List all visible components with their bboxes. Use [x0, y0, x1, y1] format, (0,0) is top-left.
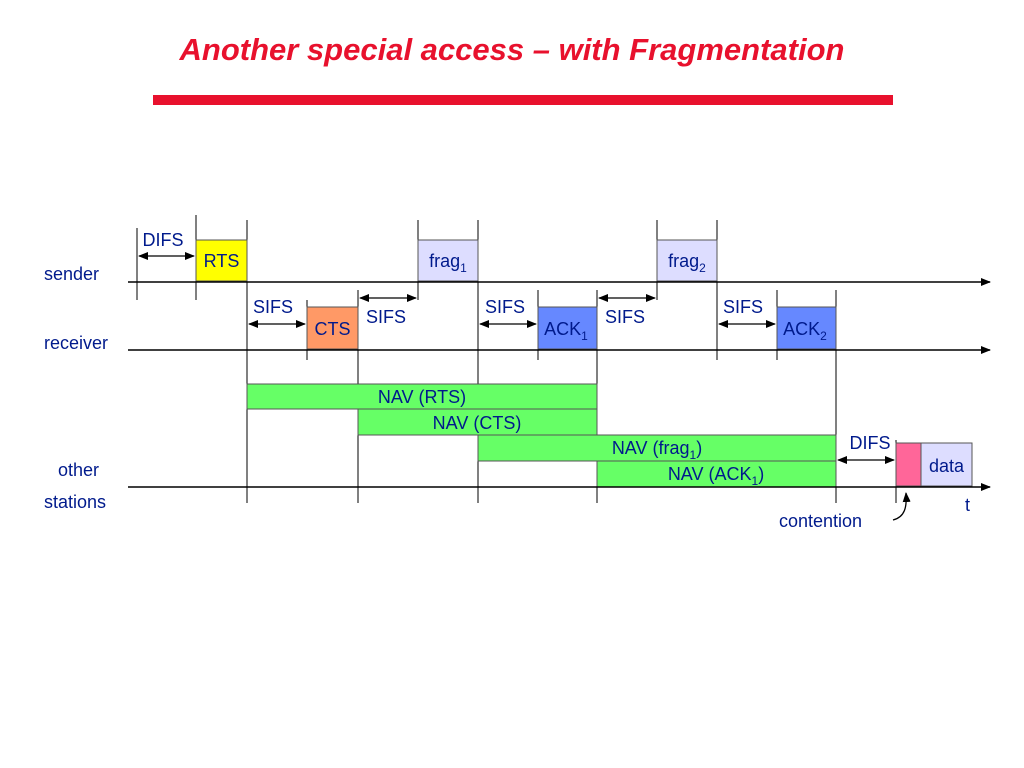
contention-label: contention [779, 511, 862, 531]
sifs-1-label: SIFS [253, 297, 293, 317]
nav-ack1-text: NAV (ACK [668, 464, 752, 484]
ack1-frame [537, 306, 598, 350]
frag1-frame [417, 239, 479, 282]
other-row-label-1: other [58, 460, 99, 480]
nav-frag1-text: NAV (frag [612, 438, 690, 458]
sifs-5-label: SIFS [723, 297, 763, 317]
data-frame [920, 442, 973, 487]
cts-label: CTS [315, 319, 351, 339]
frag2-label-sub: 2 [699, 261, 706, 275]
difs-sender-label: DIFS [142, 230, 183, 250]
time-axis-label: t [965, 495, 970, 515]
nav-rts-label: NAV (RTS) [378, 387, 466, 407]
ack2-label: ACK2 [783, 319, 827, 343]
contention-slot [895, 442, 922, 487]
nav-cts-label: NAV (CTS) [433, 413, 522, 433]
receiver-row-label: receiver [44, 333, 108, 353]
nav-frag1-sub: 1 [690, 448, 697, 462]
frag1-label: frag1 [429, 251, 467, 275]
frag1-label-sub: 1 [460, 261, 467, 275]
sifs-4-label: SIFS [605, 307, 645, 327]
title-underline [153, 95, 893, 105]
ack1-label-sub: 1 [581, 329, 588, 343]
ack1-label: ACK1 [544, 319, 588, 343]
nav-rts-bar [246, 383, 598, 410]
nav-ack1-bar [596, 460, 837, 488]
sifs-2-label: SIFS [366, 307, 406, 327]
nav-ack1-sub: 1 [752, 474, 759, 488]
nav-frag1-close: ) [696, 438, 702, 458]
slide-title: Another special access – with Fragmentat… [179, 32, 845, 67]
frag2-frame [656, 239, 718, 282]
ack2-frame [776, 306, 837, 350]
sifs-3-label: SIFS [485, 297, 525, 317]
rts-frame [195, 239, 248, 282]
difs-other-label: DIFS [849, 433, 890, 453]
frag2-label-text: frag [668, 251, 699, 271]
nav-ack1-label: NAV (ACK1) [668, 464, 764, 488]
ack2-label-text: ACK [783, 319, 820, 339]
data-label: data [929, 456, 965, 476]
other-row-label-2: stations [44, 492, 106, 512]
frag2-label: frag2 [668, 251, 706, 275]
nav-frag1-label: NAV (frag1) [612, 438, 702, 462]
rts-label: RTS [204, 251, 240, 271]
nav-ack1-close: ) [758, 464, 764, 484]
ack2-label-sub: 2 [820, 329, 827, 343]
ack1-label-text: ACK [544, 319, 581, 339]
contention-pointer [892, 492, 911, 521]
cts-frame [306, 306, 359, 350]
frag1-label-text: frag [429, 251, 460, 271]
sender-row-label: sender [44, 264, 99, 284]
